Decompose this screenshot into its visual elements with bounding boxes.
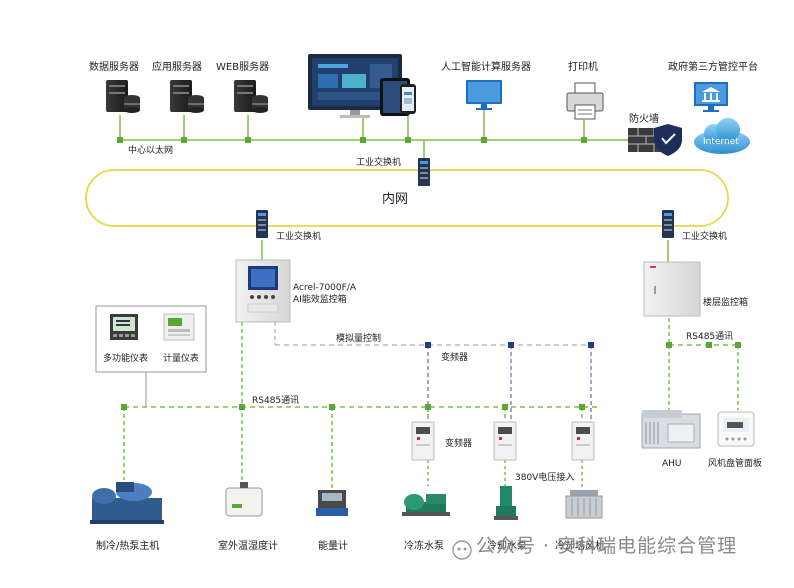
watermark-text: 公众号 · 安科瑞电能综合管理 (476, 535, 738, 557)
center-ethernet-label: 中心以太网 (128, 146, 174, 156)
multifunction-meter-icon (110, 314, 138, 340)
energy-meter-icon (316, 490, 348, 516)
web-server-icon (234, 80, 268, 113)
energy-meter-label: 能量计 (318, 541, 348, 552)
meters-panel (95, 305, 207, 373)
printer-label: 打印机 (568, 62, 598, 73)
data-server-icon (106, 80, 140, 113)
building-monitor-box-icon (643, 261, 701, 317)
analog-control-label: 模拟量控制 (336, 334, 382, 344)
gov-platform-monitor-icon (694, 82, 728, 112)
chilled-pump-icon (402, 494, 450, 516)
vfd-chilled-icon (411, 421, 435, 461)
industrial-switch-left-icon (256, 210, 268, 238)
controller-model-label: Acrel-7000F/A (293, 283, 357, 293)
watermark-logo-icon (452, 540, 472, 560)
switch-top-label: 工业交换机 (356, 158, 402, 168)
fcu-panel-label: 风机盘管面板 (708, 459, 763, 469)
app-server-label: 应用服务器 (152, 62, 202, 73)
controller-name-label: AI能效监控箱 (293, 295, 347, 305)
gov-platform-label: 政府第三方管控平台 (668, 62, 758, 73)
printer-icon (566, 82, 604, 120)
cooling-pump-icon (494, 486, 518, 520)
app-server-icon (170, 80, 204, 113)
analog-nodes (425, 342, 594, 348)
ahu-icon (641, 410, 701, 449)
monitoring-screens-icon (308, 54, 416, 118)
web-server-label: WEB服务器 (216, 62, 270, 73)
rs485-main-label: RS485通讯 (252, 396, 300, 406)
internet-cloud-icon (694, 118, 750, 154)
vfd-cooling-icon (493, 421, 517, 461)
rs485-nodes (121, 404, 585, 410)
firewall-label: 防火墙 (629, 114, 659, 125)
rs485-right-label: RS485通讯 (686, 332, 734, 342)
vfd-tower-icon (571, 421, 595, 461)
fcu-panel-icon (717, 411, 755, 447)
switch-right-label: 工业交换机 (682, 232, 728, 242)
chiller-icon (90, 482, 164, 524)
industrial-switch-right-icon (662, 210, 674, 238)
metering-meter-icon (163, 313, 195, 341)
ahu-label: AHU (662, 459, 682, 469)
server-drop-lines (119, 108, 585, 160)
ai-server-label: 人工智能计算服务器 (441, 62, 531, 73)
internet-label: Internet (703, 137, 739, 147)
bus-nodes (117, 137, 587, 143)
cooling-pump-label: 冷却水泵 (487, 541, 527, 552)
analog-drop-lines (427, 345, 592, 420)
building-box-label: 楼层监控箱 (703, 298, 749, 308)
industrial-switch-top-icon (418, 158, 430, 186)
chilled-pump-label: 冷冻水泵 (404, 541, 444, 552)
intranet-label: 内网 (382, 192, 409, 207)
intranet-ring (85, 169, 729, 227)
ai-energy-cabinet-icon (235, 259, 291, 323)
vfd-top-label: 变频器 (441, 353, 469, 363)
ai-server-monitor-icon (466, 80, 502, 110)
cooling-tower-label: 冷却塔风机 (555, 541, 605, 552)
switch-left-label: 工业交换机 (276, 232, 322, 242)
multi-meter-label: 多功能仪表 (103, 354, 149, 364)
voltage-input-label: 380V电压接入 (515, 473, 575, 483)
firewall-icon (628, 124, 682, 156)
cooling-tower-icon (565, 490, 603, 519)
outdoor-sensor-icon (225, 482, 263, 517)
data-server-label: 数据服务器 (89, 62, 139, 73)
chiller-label: 制冷/热泵主机 (96, 541, 160, 552)
metering-meter-label: 计量仪表 (163, 354, 200, 364)
outdoor-sensor-label: 室外温湿度计 (218, 541, 278, 552)
vfd-mid-label: 变频器 (445, 439, 473, 449)
